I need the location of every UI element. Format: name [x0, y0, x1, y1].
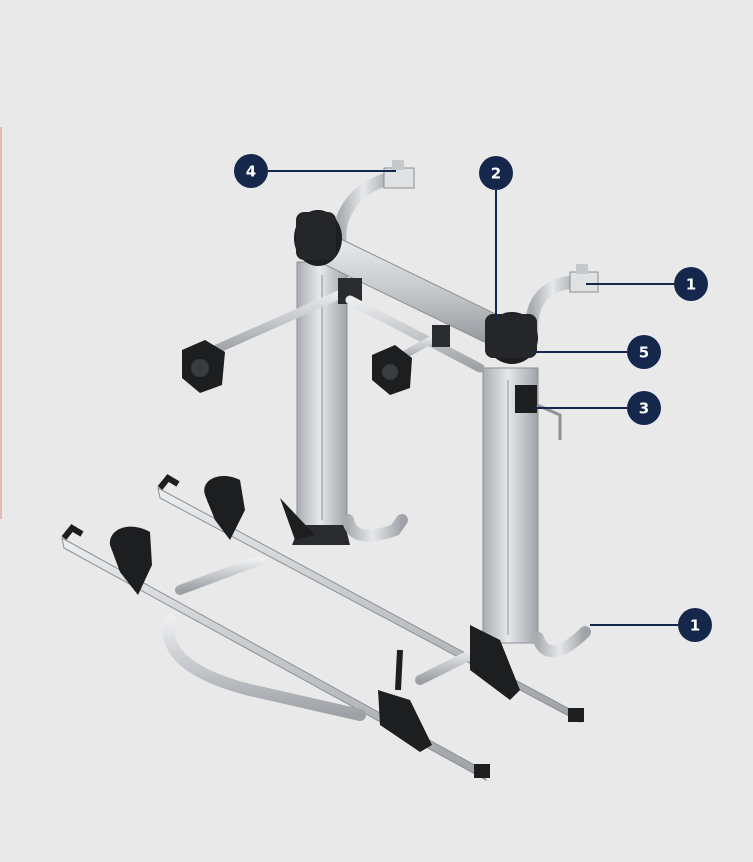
callout-1-top-label: 1 [686, 276, 696, 294]
callout-2: 2 [479, 156, 513, 322]
callout-3-label: 3 [639, 400, 649, 418]
wheel-strap-1 [470, 625, 520, 700]
callout-4-label: 4 [246, 163, 256, 181]
callout-2-label: 2 [491, 165, 501, 183]
callout-4: 4 [234, 154, 396, 188]
callout-5-label: 5 [639, 344, 649, 362]
top-crossbar [294, 210, 538, 364]
callout-5: 5 [536, 335, 661, 369]
side-accent-line [0, 127, 2, 519]
upright-right [482, 367, 591, 658]
arm-right [345, 295, 485, 395]
frame-holder-1 [204, 475, 245, 540]
wheel-strap-2 [378, 649, 432, 752]
clamp-left-base [280, 498, 315, 540]
callout-3: 3 [534, 391, 661, 425]
top-mount-right [525, 264, 599, 337]
callout-1-bottom-label: 1 [690, 617, 700, 635]
callout-1-top: 1 [586, 267, 708, 301]
frame-holder-2 [109, 526, 152, 595]
callout-1-bottom: 1 [590, 608, 712, 642]
